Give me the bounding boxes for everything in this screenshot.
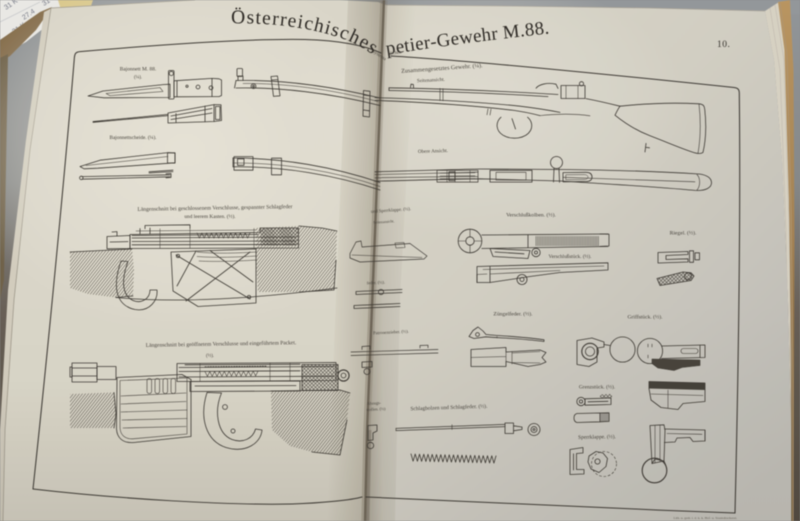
svg-text:feder. (½).: feder. (½).: [367, 280, 386, 286]
svg-text:und Sperrklappe. (½).: und Sperrklappe. (½).: [371, 206, 411, 214]
svg-text:Riegel. (½).: Riegel. (½).: [670, 230, 697, 237]
svg-text:Verschlußstück. (½).: Verschlußstück. (½).: [549, 253, 592, 260]
svg-text:Seitenansicht.: Seitenansicht.: [417, 78, 445, 84]
svg-text:Griffstück. (½).: Griffstück. (½).: [627, 314, 663, 321]
svg-text:Seitenansicht.: Seitenansicht.: [373, 219, 394, 224]
svg-text:Patronenzieher. (½).: Patronenzieher. (½).: [373, 329, 409, 336]
svg-text:Bajonnettscheide. (¼).: Bajonnettscheide. (¼).: [110, 134, 157, 141]
svg-text:Längenschnitt bei geschlossene: Längenschnitt bei geschlossenem Verschlu…: [137, 203, 292, 213]
svg-text:Sperrklappe. (½).: Sperrklappe. (½).: [578, 433, 616, 441]
svg-text:(¼).: (¼).: [134, 76, 142, 81]
svg-text:Lith. u. gedr. i. d. k. k. Hof: Lith. u. gedr. i. d. k. k. Hof- u. Staat…: [674, 516, 738, 520]
svg-text:und leerem Kasten. (½).: und leerem Kasten. (½).: [184, 213, 235, 220]
svg-text:Grenzstück. (½).: Grenzstück. (½).: [579, 384, 615, 391]
svg-text:31 K: 31 K: [3, 0, 19, 12]
svg-text:nlicher.: nlicher.: [388, 49, 402, 56]
svg-text:Obere Ansicht.: Obere Ansicht.: [418, 149, 448, 155]
svg-text:stollen. (½): stollen. (½): [366, 406, 386, 412]
svg-text:Bajonnett M. 88.: Bajonnett M. 88.: [120, 67, 157, 73]
svg-text:Längenschnitt bei geöffnetem V: Längenschnitt bei geöffnetem Verschlusse…: [146, 339, 297, 349]
svg-text:10.: 10.: [717, 40, 730, 50]
svg-text:Züngelfeder. (½).: Züngelfeder. (½).: [493, 311, 533, 318]
svg-text:(½).: (½).: [206, 354, 214, 359]
svg-text:Abzugs-: Abzugs-: [367, 400, 382, 406]
svg-text:Verschlußkolben. (½).: Verschlußkolben. (½).: [506, 212, 556, 219]
svg-text:Schlagbolzen und Schlagfeder.: Schlagbolzen und Schlagfeder. (½).: [410, 403, 487, 413]
